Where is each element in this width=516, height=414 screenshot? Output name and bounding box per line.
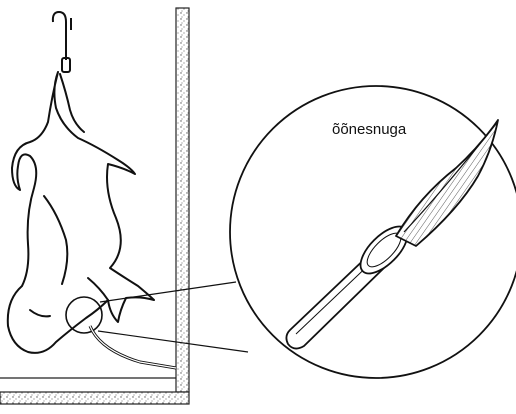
hanging-carcass-icon — [8, 72, 154, 353]
detail-circle — [66, 297, 102, 333]
drain-tube-icon — [90, 326, 176, 368]
callout-lines — [98, 282, 248, 352]
wall-section-icon — [0, 8, 189, 404]
hook-icon — [53, 12, 71, 72]
callout-label: õõnesnuga — [332, 121, 407, 138]
